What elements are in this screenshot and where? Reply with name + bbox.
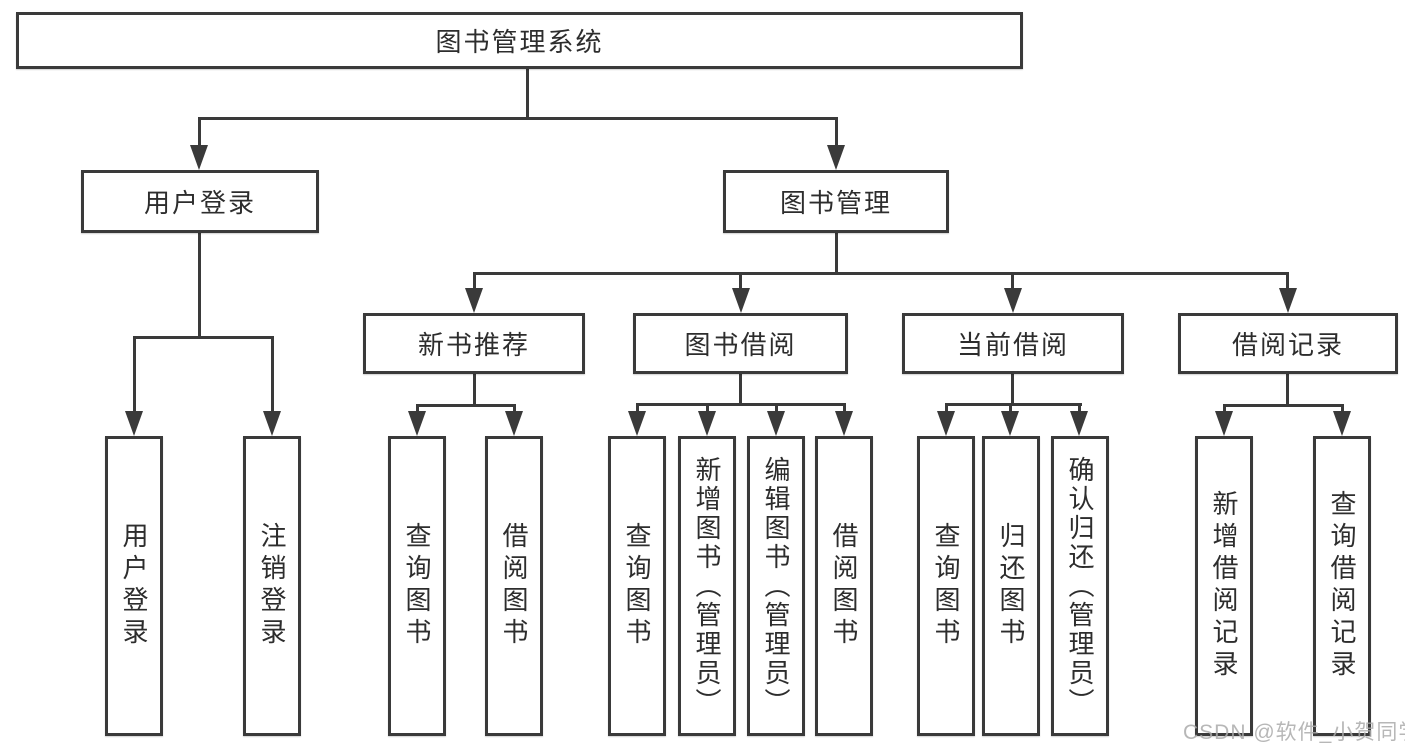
arrow-down-icon [937,411,955,436]
edge-line [526,69,529,117]
edge-line [835,233,838,272]
edge-line [1286,272,1289,291]
arrow-down-icon [263,411,281,436]
arrow-down-icon [1215,411,1233,436]
arrow-down-icon [827,145,845,170]
edge-line [473,374,476,404]
arrow-down-icon [1279,288,1297,313]
edge-line [1078,403,1081,416]
node-query-books-current: 查询图书 [917,436,975,736]
edge-line [416,404,516,407]
edge-line [1341,404,1344,416]
node-logout-action: 注销登录 [243,436,301,736]
edge-line [775,403,778,416]
edge-line [198,117,838,120]
edge-line [1011,374,1014,403]
arrow-down-icon [1333,411,1351,436]
edge-line [416,404,419,416]
edge-line [1286,374,1289,404]
node-return-book: 归还图书 [982,436,1040,736]
arrow-down-icon [408,411,426,436]
edge-line [271,336,274,413]
edge-line [473,272,1289,275]
node-borrow-books-newbook: 借阅图书 [485,436,543,736]
node-add-borrow-record: 新增借阅记录 [1195,436,1253,736]
edge-line [198,233,201,336]
edge-line [706,403,709,416]
node-query-books-newbook: 查询图书 [388,436,446,736]
node-query-borrow-record: 查询借阅记录 [1313,436,1371,736]
arrow-down-icon [628,411,646,436]
arrow-down-icon [767,411,785,436]
arrow-down-icon [732,288,750,313]
node-new-book-recommend: 新书推荐 [363,313,585,374]
edge-line [1223,404,1226,416]
node-edit-book-admin: 编辑图书（管理员） [747,436,805,736]
edge-line [739,374,742,403]
node-root-library-system: 图书管理系统 [16,12,1023,69]
arrow-down-icon [125,411,143,436]
edge-line [636,403,639,416]
arrow-down-icon [698,411,716,436]
arrow-down-icon [1070,411,1088,436]
watermark: CSDN @软件_小贺同学 [1183,721,1405,744]
edge-line [473,272,476,291]
arrow-down-icon [835,411,853,436]
arrow-down-icon [1004,288,1022,313]
arrow-down-icon [1001,411,1019,436]
edge-line [835,117,838,148]
edge-line [945,403,948,416]
edge-line [133,336,274,339]
node-borrow-records: 借阅记录 [1178,313,1398,374]
edge-line [1009,403,1012,416]
edge-line [198,117,201,148]
node-add-book-admin: 新增图书（管理员） [678,436,736,736]
edge-line [133,336,136,413]
edge-line [1223,404,1344,407]
arrow-down-icon [190,145,208,170]
node-book-borrow: 图书借阅 [633,313,848,374]
node-confirm-return-admin: 确认归还（管理员） [1051,436,1109,736]
node-user-login: 用户登录 [81,170,319,233]
arrow-down-icon [505,411,523,436]
node-current-borrow: 当前借阅 [902,313,1124,374]
edge-line [945,403,1082,406]
node-book-management: 图书管理 [723,170,949,233]
edge-line [843,403,846,416]
edge-line [513,404,516,416]
node-query-books-borrow: 查询图书 [608,436,666,736]
arrow-down-icon [465,288,483,313]
edge-line [1011,272,1014,291]
node-borrow-books-borrow: 借阅图书 [815,436,873,736]
node-user-login-action: 用户登录 [105,436,163,736]
edge-line [636,403,845,406]
edge-line [739,272,742,291]
